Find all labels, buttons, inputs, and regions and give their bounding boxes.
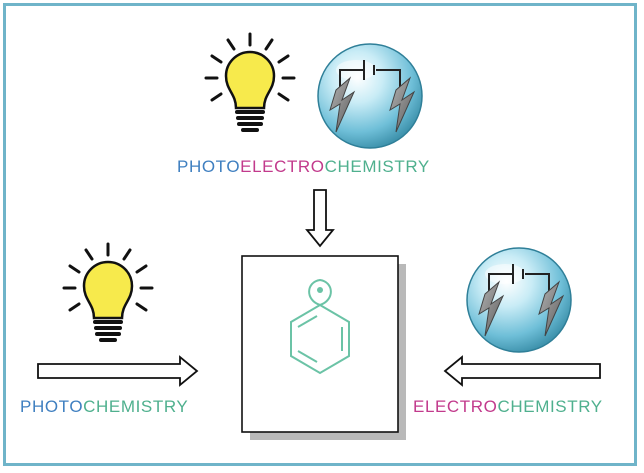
arrow-left-icon	[443, 355, 601, 387]
electrochemical-cell-icon	[317, 43, 423, 149]
photoelectrochemistry-label: PHOTOELECTROCHEMISTRY	[177, 158, 430, 175]
electrochemistry-label: ELECTROCHEMISTRY	[413, 398, 603, 415]
arrow-down-icon	[305, 189, 335, 248]
electro-prefix: ELECTRO	[413, 397, 498, 416]
electro-prefix: ELECTRO	[240, 157, 325, 176]
phenyl-radical-icon	[290, 278, 350, 375]
light-bulb-icon	[62, 242, 154, 344]
molecule-box	[241, 255, 399, 433]
photo-prefix: PHOTO	[177, 157, 241, 176]
light-bulb-icon	[204, 32, 296, 134]
photo-prefix: PHOTO	[20, 397, 84, 416]
arrow-right-icon	[37, 355, 199, 387]
chemistry-suffix: CHEMISTRY	[324, 157, 430, 176]
photochemistry-label: PHOTOCHEMISTRY	[20, 398, 188, 415]
chemistry-suffix: CHEMISTRY	[497, 397, 603, 416]
electrochemical-cell-icon	[466, 247, 572, 353]
chemistry-suffix: CHEMISTRY	[83, 397, 189, 416]
